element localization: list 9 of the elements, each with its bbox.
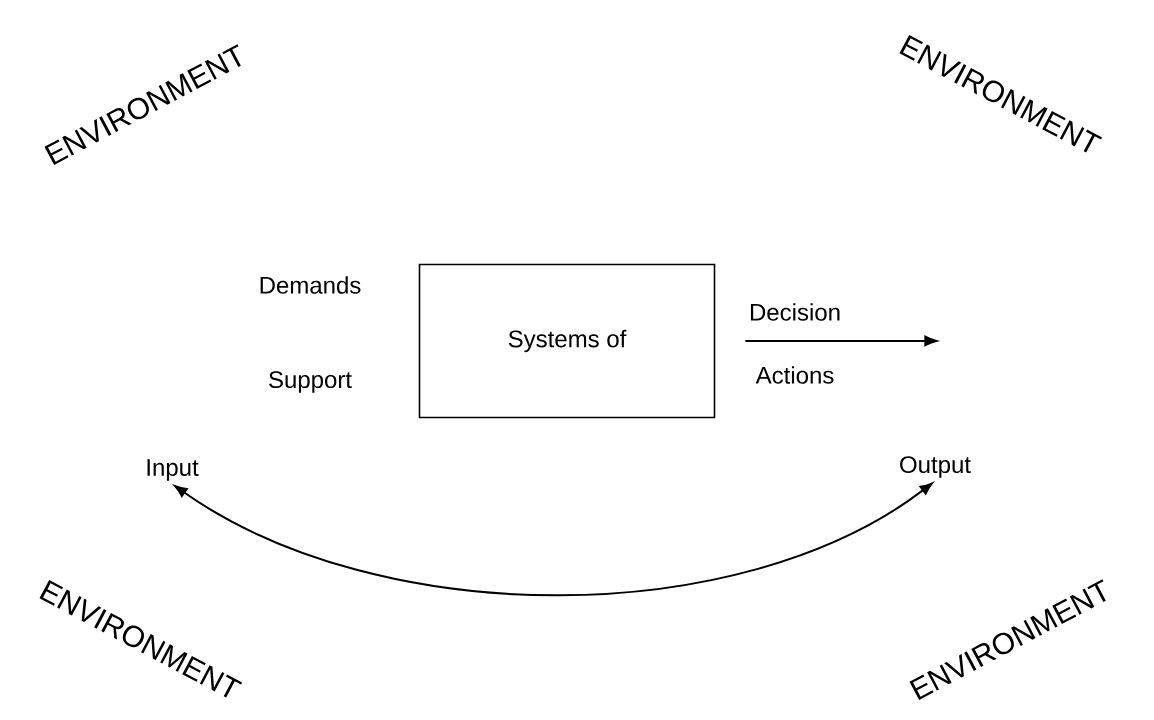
edge-label: Decision xyxy=(750,303,840,321)
node-text: Input xyxy=(147,459,199,481)
arrow xyxy=(174,482,933,597)
label-text: Support xyxy=(269,371,352,393)
arrow xyxy=(744,335,938,347)
system-box: Systems of xyxy=(418,263,716,419)
label-text: Actions xyxy=(755,366,834,384)
label-text: Demands xyxy=(260,276,361,294)
node-text: Output xyxy=(900,456,971,478)
